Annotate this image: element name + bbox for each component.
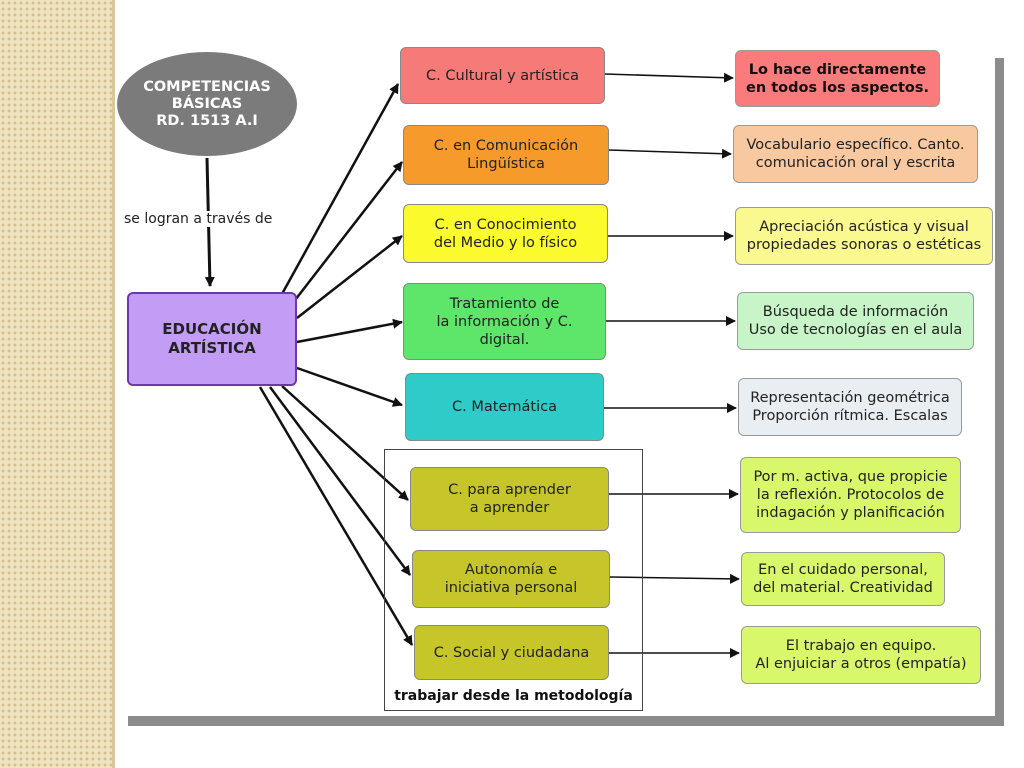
- connector-cultural-result: [604, 72, 734, 83]
- resultado-medio-fisico: Apreciación acústica y visual propiedade…: [735, 207, 993, 265]
- competencia-cultural: C. Cultural y artística: [400, 47, 605, 104]
- methodology-group-box: [384, 449, 643, 711]
- frame-shadow-bottom: [128, 716, 1004, 726]
- competencia-aprender: C. para aprender a aprender: [410, 467, 609, 531]
- competencia-linguistica: C. en Comunicación Lingüística: [403, 125, 609, 185]
- resultado-social: El trabajo en equipo. Al enjuiciar a otr…: [741, 626, 981, 684]
- root-node-competencias: COMPETENCIAS BÁSICAS RD. 1513 A.I: [117, 52, 297, 156]
- resultado-aprender: Por m. activa, que propicie la reflexión…: [740, 457, 961, 533]
- connector-center-aprender: [281, 385, 409, 501]
- methodology-group-label: trabajar desde la metodología: [394, 688, 633, 704]
- competencia-social: C. Social y ciudadana: [414, 625, 609, 680]
- competencia-matematica: C. Matemática: [405, 373, 604, 441]
- resultado-linguistica: Vocabulario específico. Canto. comunicac…: [733, 125, 978, 183]
- link-label: se logran a través de: [124, 211, 273, 227]
- resultado-cultural: Lo hace directamente en todos los aspect…: [735, 50, 940, 107]
- resultado-digital: Búsqueda de información Uso de tecnologí…: [737, 292, 974, 350]
- decorative-side-strip: [0, 0, 112, 768]
- resultado-matematica: Representación geométrica Proporción rít…: [738, 378, 962, 436]
- frame-shadow-right: [995, 58, 1004, 726]
- connector-center-linguistica: [291, 161, 403, 305]
- connector-linguistica-result: [608, 148, 732, 159]
- resultado-autonomia: En el cuidado personal, del material. Cr…: [741, 552, 945, 606]
- competencia-digital: Tratamiento de la información y C. digit…: [403, 283, 606, 360]
- connector-center-cultural: [280, 83, 400, 295]
- competencia-autonomia: Autonomía e iniciativa personal: [412, 550, 610, 608]
- side-divider: [112, 0, 115, 768]
- competencia-medio-fisico: C. en Conocimiento del Medio y lo físico: [403, 204, 608, 263]
- center-node-educacion-artistica: EDUCACIÓN ARTÍSTICA: [127, 292, 297, 386]
- connector-center-digital: [296, 318, 403, 344]
- connector-center-matematica: [296, 366, 403, 407]
- connector-center-social: [258, 386, 414, 646]
- connector-center-autonomia: [268, 386, 412, 576]
- connector-center-medio: [296, 235, 403, 319]
- connector-autonomia-result: [609, 573, 740, 584]
